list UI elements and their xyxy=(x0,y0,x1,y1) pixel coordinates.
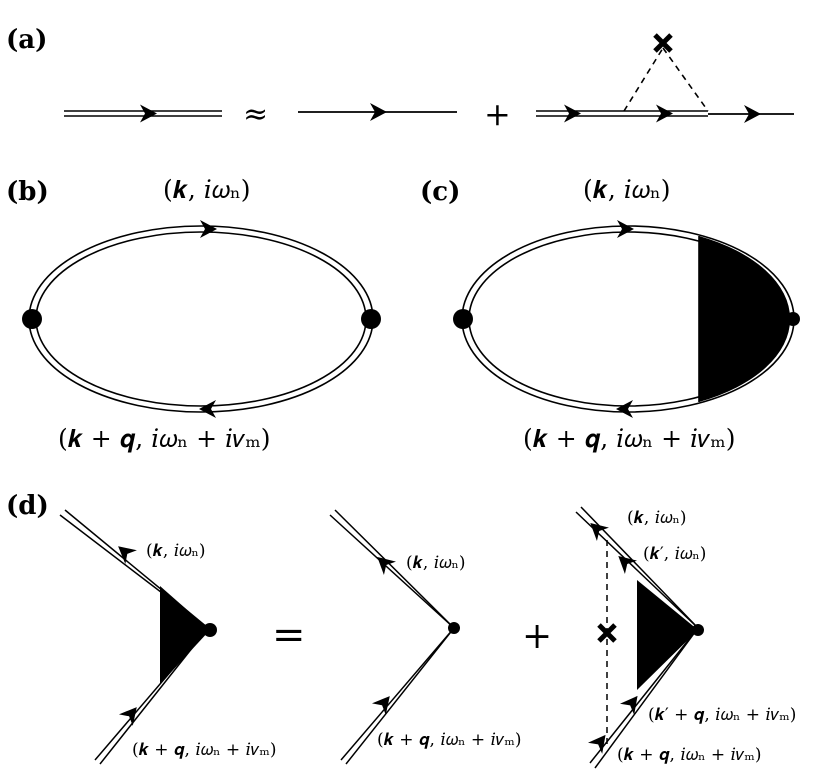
label-b-top: (𝒌, 𝑖𝜔ₙ) xyxy=(163,175,251,204)
panel-b: (b) (𝒌, 𝑖𝜔ₙ) (𝒌 + 𝒒, 𝑖𝜔ₙ + 𝑖𝜈ₘ) xyxy=(6,175,381,453)
plus-sign-d: + xyxy=(522,616,552,657)
arrow-icon xyxy=(616,400,633,418)
arrow-icon xyxy=(200,220,217,238)
vertex-dot xyxy=(692,624,704,636)
equals-sign: = xyxy=(272,612,306,658)
arrow-icon xyxy=(656,104,673,123)
arrow-icon xyxy=(617,220,634,238)
panel-c: (c) (𝒌, 𝑖𝜔ₙ) (𝒌 + 𝒒, 𝑖𝜔ₙ + 𝑖𝜈ₘ) xyxy=(420,175,800,453)
impurity-cross-icon xyxy=(653,33,673,53)
label-c-bottom: (𝒌 + 𝒒, 𝑖𝜔ₙ + 𝑖𝜈ₘ) xyxy=(523,424,735,453)
arrow-icon xyxy=(199,400,216,418)
arrow-icon xyxy=(371,690,397,715)
vertex-dot xyxy=(22,309,42,329)
plus-sign-a: + xyxy=(484,95,511,133)
label-d1-top: (𝒌, 𝑖𝜔ₙ) xyxy=(146,541,206,561)
vertex-dot xyxy=(361,309,381,329)
dressed-vertex-diagram xyxy=(59,509,217,765)
approx-sign: ≈ xyxy=(243,97,268,132)
panel-c-label: (c) xyxy=(420,177,460,207)
label-d1-bottom: (𝒌 + 𝒒, 𝑖𝜔ₙ + 𝑖𝜈ₘ) xyxy=(132,740,276,760)
label-d3-top: (𝒌, 𝑖𝜔ₙ) xyxy=(627,508,687,528)
panel-d-label: (d) xyxy=(6,491,49,521)
vertex-triangle xyxy=(637,580,698,690)
bare-propagator xyxy=(298,103,457,121)
dressed-propagator-a xyxy=(64,104,222,123)
arrow-icon xyxy=(564,104,581,123)
arrow-icon xyxy=(584,516,609,542)
impurity-correction-diagram xyxy=(536,33,794,123)
label-d3-bottom: (𝒌 + 𝒒, 𝑖𝜔ₙ + 𝑖𝜈ₘ) xyxy=(617,745,761,765)
label-d2-bottom: (𝒌 + 𝒒, 𝑖𝜔ₙ + 𝑖𝜈ₘ) xyxy=(377,730,521,750)
panel-b-label: (b) xyxy=(6,177,49,207)
label-c-top: (𝒌, 𝑖𝜔ₙ) xyxy=(583,175,671,204)
ladder-vertex-diagram xyxy=(575,506,704,769)
arrow-icon xyxy=(140,104,157,123)
panel-a: (a) ≈ + xyxy=(6,25,794,133)
panel-a-label: (a) xyxy=(6,25,47,55)
panel-d: (d) (𝒌, 𝑖𝜔ₙ) (𝒌 + 𝒒, 𝑖𝜔ₙ + 𝑖𝜈ₘ) = (𝒌 xyxy=(6,491,796,769)
bare-vertex-diagram xyxy=(329,509,460,765)
vertex-dot xyxy=(203,623,217,637)
label-b-bottom: (𝒌 + 𝒒, 𝑖𝜔ₙ + 𝑖𝜈ₘ) xyxy=(58,424,270,453)
label-d3-inner-bottom: (𝒌′ + 𝒒, 𝑖𝜔ₙ + 𝑖𝜈ₘ) xyxy=(648,705,796,725)
bubble-loop-c xyxy=(453,220,800,418)
vertex-triangle xyxy=(160,586,210,684)
label-d3-inner-top: (𝒌′, 𝑖𝜔ₙ) xyxy=(643,544,706,564)
impurity-cross-icon xyxy=(597,623,617,643)
label-d2-top: (𝒌, 𝑖𝜔ₙ) xyxy=(406,553,466,573)
vertex-dot xyxy=(786,312,800,326)
bubble-loop-b xyxy=(22,220,381,418)
vertex-dot xyxy=(453,309,473,329)
vertex-dot xyxy=(448,622,460,634)
vertex-correction-shade xyxy=(699,236,791,402)
